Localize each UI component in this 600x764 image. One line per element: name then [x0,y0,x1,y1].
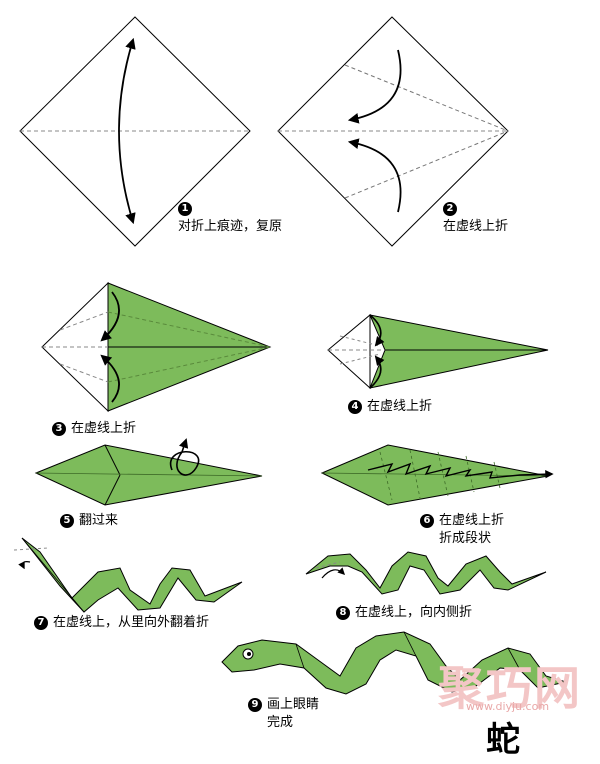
step-2-text: 在虚线上折 [443,219,509,234]
step-4-number: 4 [348,400,362,414]
step-2-number: 2 [443,202,457,216]
step-2-figure [277,16,509,247]
step-8-caption: 8 在虚线上，向内侧折 [336,604,472,622]
step-4-figure [327,313,549,390]
page-title: 蛇 [486,720,520,760]
step-2-caption: 2 在虚线上折 [443,200,508,236]
step-6-text-2: 折成段状 [439,531,492,546]
watermark-url: www.diyju.com [466,700,550,713]
step-8-number: 8 [336,606,350,620]
step-9-text-1: 画上眼睛 [267,697,320,712]
step-1-figure [19,16,251,247]
step-8-text: 在虚线上，向内侧折 [355,605,473,620]
step-3-text: 在虚线上折 [71,421,137,436]
step-1-number: 1 [178,202,192,216]
step-3-number: 3 [52,422,66,436]
step-9-caption: 9 画上眼睛 完成 [248,696,319,732]
step-9-number: 9 [248,698,262,712]
step-6-number: 6 [420,514,434,528]
step-6-caption: 6 在虚线上折 折成段状 [420,512,504,548]
step-5-figure [34,438,263,506]
step-8-figure [305,551,547,595]
step-1-caption: 1 对折上痕迹，复原 [178,200,282,236]
step-7-number: 7 [34,616,48,630]
step-3-caption: 3 在虚线上折 [52,420,136,438]
step-3-figure [41,281,272,413]
step-5-text: 翻过来 [79,513,119,528]
step-7-text: 在虚线上，从里向外翻着折 [53,615,210,630]
step-4-text: 在虚线上折 [367,399,433,414]
step-6-figure [320,444,554,506]
step-9-text-2: 完成 [267,715,294,730]
watermark-logo: 聚巧网 [438,661,582,715]
step-7-caption: 7 在虚线上，从里向外翻着折 [34,614,209,632]
step-7-figure [13,537,243,613]
step-4-caption: 4 在虚线上折 [348,398,432,416]
step-5-caption: 5 翻过来 [60,512,118,530]
step-6-text-1: 在虚线上折 [439,513,505,528]
step-1-text: 对折上痕迹，复原 [178,219,283,234]
step-9-figure [221,631,567,695]
step-5-number: 5 [60,514,74,528]
